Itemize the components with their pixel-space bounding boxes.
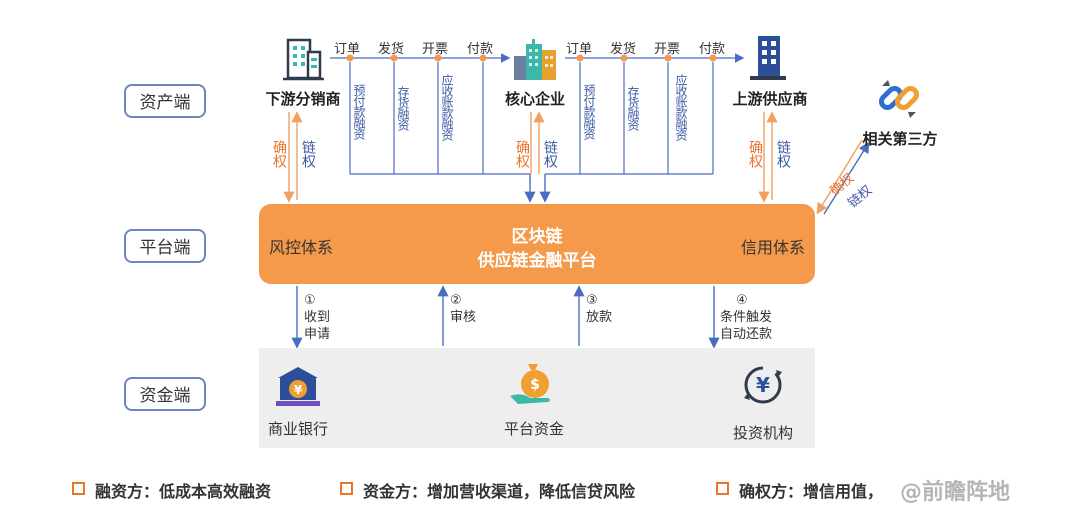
step-invoice-left: 开票 (422, 42, 449, 57)
footer-financier: 融资方：低成本高效融资 (72, 478, 271, 502)
yen-exchange-icon: ¥ (740, 362, 786, 412)
footer-funder: 资金方：增加营收渠道，降低信贷风险 (340, 478, 635, 502)
money-bag-icon: $ (508, 358, 558, 412)
tier-platform: 平台端 (124, 229, 206, 263)
finance-receivable-right: 应收账款融资 (674, 74, 688, 140)
svg-text:$: $ (530, 377, 540, 393)
tier-fund: 资金端 (124, 377, 206, 411)
confirm-rights-upstream: 确权 (747, 140, 763, 168)
flow-3: ③ 放款 (586, 293, 613, 325)
flow-1: ① 收到 申请 (304, 293, 331, 342)
node-third-party: 相关第三方 (862, 130, 938, 148)
node-downstream: 下游分销商 (265, 90, 341, 108)
finance-receivable-left: 应收账款融资 (440, 74, 454, 140)
step-invoice-right: 开票 (654, 42, 681, 57)
tier-asset: 资产端 (124, 84, 206, 118)
fund-investor-label: 投资机构 (732, 424, 793, 442)
step-order-right: 订单 (566, 42, 593, 57)
svg-text:¥: ¥ (294, 383, 303, 397)
step-pay-left: 付款 (467, 42, 494, 57)
node-core: 核心企业 (504, 90, 565, 108)
finance-inventory-right: 存货融资 (626, 86, 640, 130)
building-icon (280, 36, 326, 86)
finance-prepay-right: 预付款融资 (582, 84, 596, 139)
fund-platform-label: 平台资金 (503, 420, 564, 438)
watermark: @前瞻阵地 (900, 480, 1011, 505)
step-ship-right: 发货 (610, 42, 637, 57)
svg-text:¥: ¥ (756, 373, 770, 397)
node-upstream: 上游供应商 (732, 90, 808, 108)
office-tower-icon (748, 34, 788, 86)
footer-confirmer: 确权方：增信用值， (716, 478, 883, 502)
chain-rights-core: 链权 (542, 140, 558, 168)
bank-icon: ¥ (274, 364, 322, 412)
flow-4: ④ 条件触发 自动还款 (720, 293, 773, 342)
finance-inventory-left: 存货融资 (396, 86, 410, 130)
platform-panel: 风控体系 区块链 供应链金融平台 信用体系 (259, 204, 815, 284)
risk-control-label: 风控体系 (269, 238, 334, 257)
factory-icon (512, 36, 558, 86)
confirm-rights-downstream: 确权 (271, 140, 287, 168)
chain-rights-upstream: 链权 (775, 140, 791, 168)
step-order-left: 订单 (334, 42, 361, 57)
fund-bank-label: 商业银行 (267, 420, 328, 438)
confirm-rights-core: 确权 (514, 140, 530, 168)
flow-2: ② 审核 (450, 293, 477, 325)
platform-title-line1: 区块链 (511, 227, 563, 247)
credit-system-label: 信用体系 (740, 238, 805, 257)
platform-title-line2: 供应链金融平台 (477, 251, 597, 271)
step-ship-left: 发货 (378, 42, 405, 57)
step-pay-right: 付款 (699, 42, 726, 57)
chain-link-icon (876, 76, 922, 126)
finance-prepay-left: 预付款融资 (352, 84, 366, 139)
chain-rights-downstream: 链权 (300, 140, 316, 168)
